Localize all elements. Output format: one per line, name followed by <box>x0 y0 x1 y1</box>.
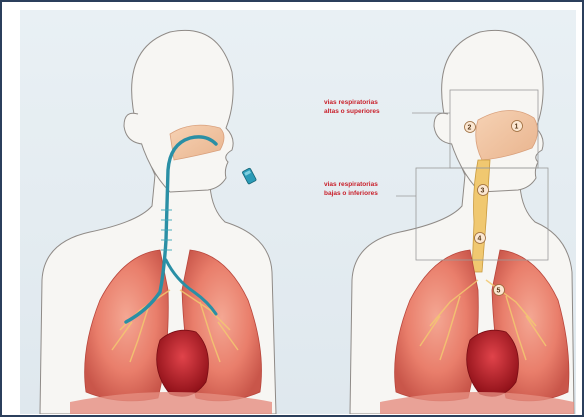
right-heart <box>467 330 519 396</box>
left-figure <box>40 30 276 414</box>
svg-text:2: 2 <box>468 125 472 132</box>
lower-airways-label-line1: vias respiratorias <box>324 181 378 188</box>
svg-text:4: 4 <box>478 236 482 243</box>
right-figure: vias respiratorias altas o superiores vi… <box>324 30 574 414</box>
upper-airways-label-line1: vias respiratorias <box>324 99 378 106</box>
marker-2: 2 <box>465 122 476 133</box>
marker-4: 4 <box>475 233 486 244</box>
svg-text:5: 5 <box>497 288 501 295</box>
lower-airways-label-line2: bajas o inferiores <box>324 190 378 197</box>
marker-5: 5 <box>494 285 505 296</box>
left-head-outline <box>132 30 234 192</box>
diagram-canvas: vias respiratorias altas o superiores vi… <box>20 10 576 414</box>
marker-3: 3 <box>478 185 489 196</box>
left-heart <box>157 330 209 396</box>
marker-1: 1 <box>512 121 523 132</box>
upper-airways-label-line2: altas o superiores <box>324 108 380 115</box>
svg-text:3: 3 <box>481 188 485 195</box>
inhaler-icon <box>242 168 257 185</box>
respiratory-diagram: vias respiratorias altas o superiores vi… <box>20 10 576 414</box>
svg-text:1: 1 <box>515 124 519 131</box>
